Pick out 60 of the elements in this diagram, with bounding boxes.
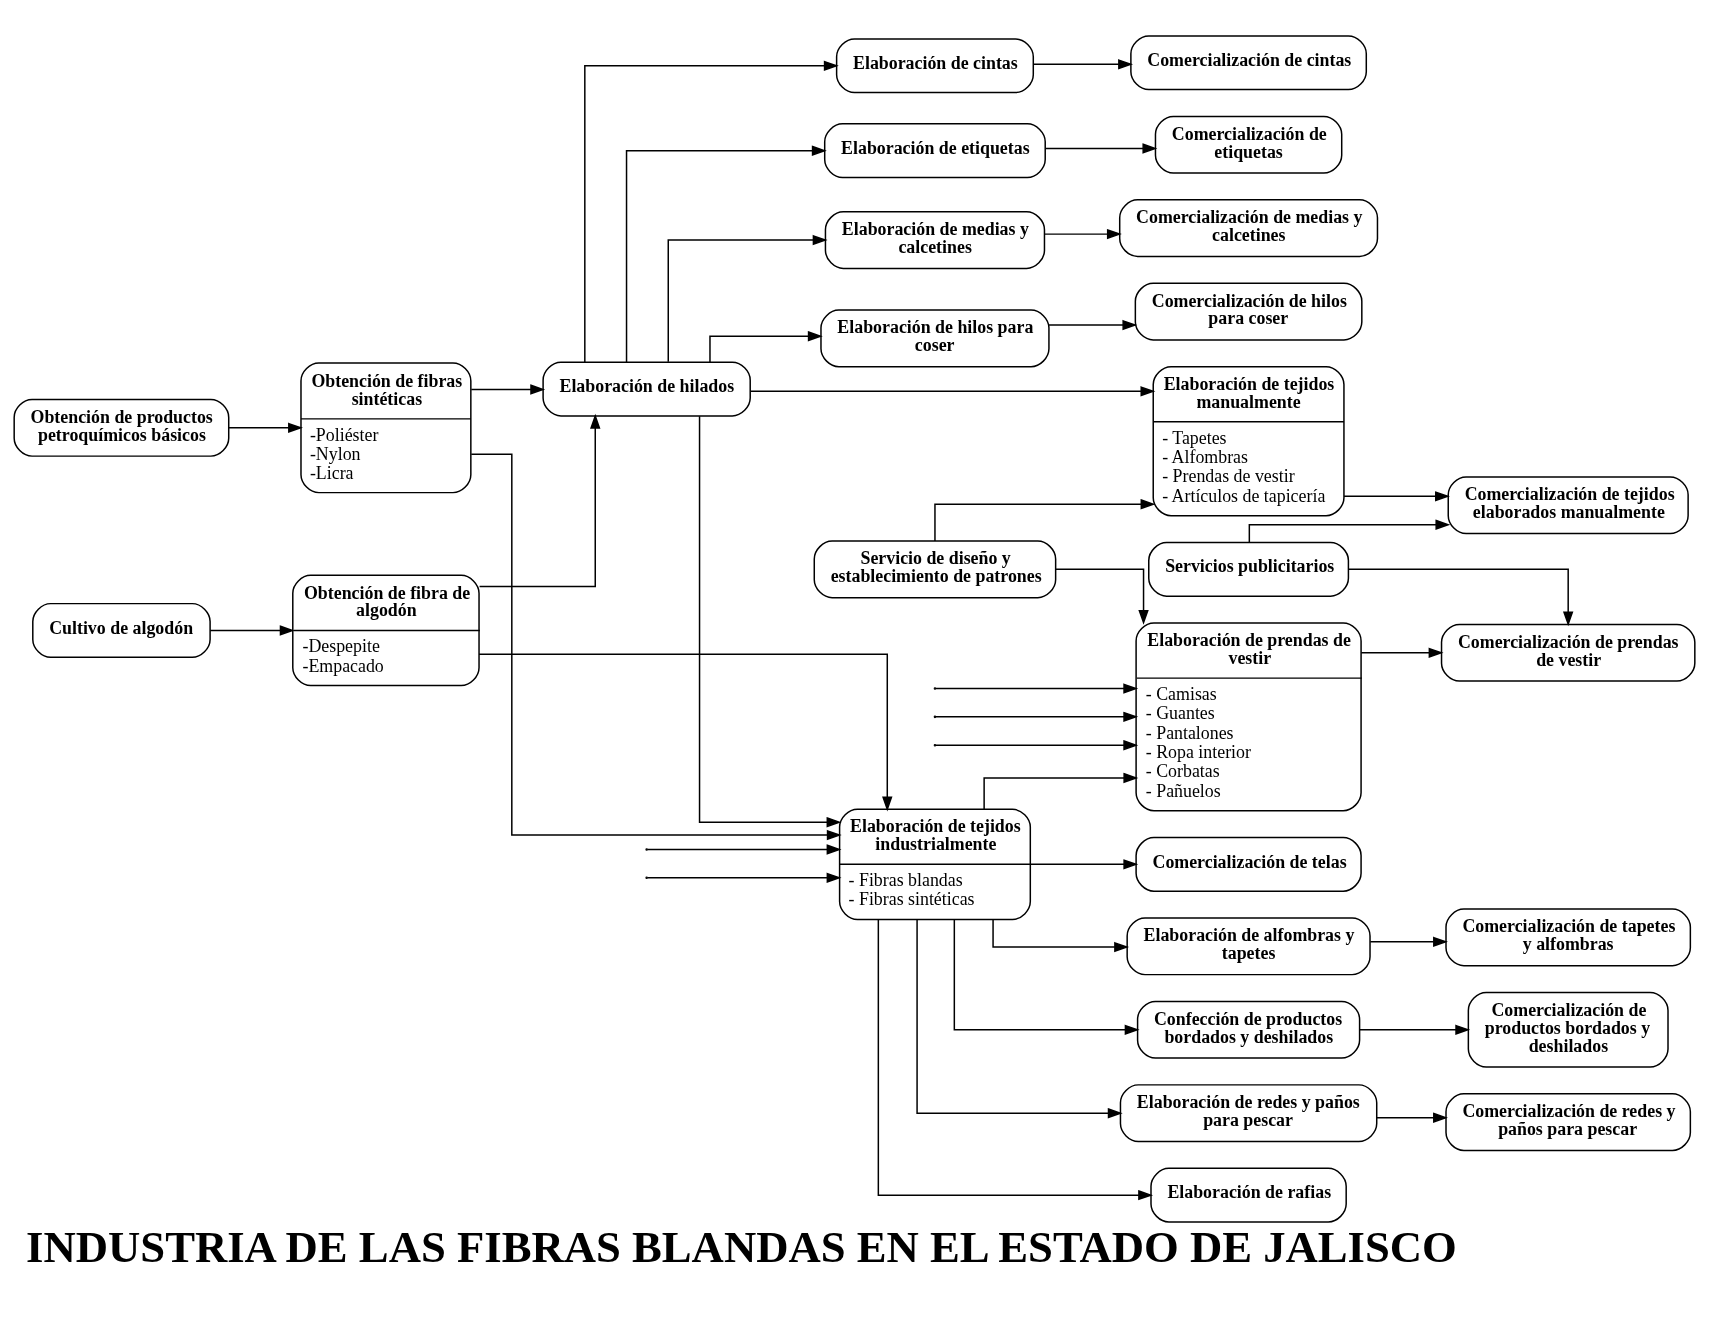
- arrow: [1044, 142, 1158, 154]
- arrow: [953, 918, 1140, 1035]
- node-box: Comercialización de telas: [1135, 836, 1362, 892]
- arrow: [1032, 58, 1133, 69]
- arrow: [470, 453, 842, 840]
- arrow: [646, 843, 842, 855]
- node-box: Elaboración de redes y paños para pescar: [1119, 1083, 1378, 1142]
- arrow: [1376, 1111, 1448, 1123]
- arrow: [698, 414, 842, 827]
- arrow: [1029, 858, 1139, 870]
- arrow: [1248, 518, 1451, 543]
- node-box: Elaboración de etiquetas: [823, 122, 1046, 178]
- node-box: Elaboración de hilos para coser: [820, 308, 1050, 367]
- node-box: Confección de productos bordados y deshilados: [1136, 1000, 1361, 1059]
- node-box: Elaboración de hilados: [542, 361, 751, 417]
- arrow: [1359, 1024, 1471, 1035]
- node-box: Comercialización de hilos para coser: [1134, 282, 1363, 341]
- node-box: Elaboración de rafias: [1150, 1167, 1347, 1223]
- node-box: Elaboración de alfombras y tapetes: [1126, 916, 1371, 975]
- node-box: Comercialización de redes y paños para pescar: [1445, 1092, 1692, 1151]
- arrow: [1348, 568, 1574, 626]
- arrow: [935, 711, 1139, 722]
- arrow: [478, 653, 893, 811]
- arrow: [209, 624, 295, 636]
- node-box: Comercialización de tapetes y alfombras: [1445, 907, 1692, 966]
- node-box: Servicios publicitarios: [1148, 541, 1350, 597]
- diagram-title: INDUSTRIA DE LAS FIBRAS BLANDAS EN EL ESTADO DE JALISCO: [26, 1221, 1457, 1272]
- arrow: [1360, 647, 1444, 658]
- node-box: Comercialización de productos bordados y deshilados: [1467, 991, 1669, 1068]
- arrow: [1054, 568, 1149, 625]
- arrow: [877, 918, 1154, 1200]
- arrow: [934, 498, 1156, 542]
- arrow: [1043, 228, 1122, 239]
- node-box: Comercialización de prendas de vestir: [1440, 623, 1696, 682]
- node-box: Comercialización de etiquetas: [1154, 115, 1343, 174]
- arrow: [992, 918, 1130, 952]
- arrow: [646, 872, 842, 883]
- node-box: Comercialización de tejidos elaborados manualmente: [1447, 475, 1689, 534]
- arrow: [935, 739, 1139, 750]
- node-box: Obtención de productos petroquímicos básicos: [13, 398, 230, 457]
- node-box: Elaboración de cintas: [835, 37, 1035, 93]
- arrow: [916, 918, 1123, 1118]
- arrow: [750, 385, 1156, 397]
- arrow: [983, 772, 1139, 810]
- arrow: [478, 413, 601, 587]
- arrow: [584, 60, 839, 363]
- arrow: [625, 144, 827, 363]
- node-box: Elaboración de medias y calcetines: [824, 210, 1046, 269]
- arrow: [228, 422, 303, 433]
- arrow: [667, 234, 828, 362]
- arrow: [935, 682, 1139, 694]
- node-box: Cultivo de algodón: [32, 602, 211, 658]
- node-box: Comercialización de medias y calcetines: [1118, 198, 1379, 257]
- node-box: Servicio de diseño y establecimiento de patrones: [813, 539, 1057, 598]
- arrow: [1343, 490, 1450, 502]
- arrow: [470, 383, 546, 395]
- node-box: Comercialización de cintas: [1130, 34, 1368, 90]
- arrow: [1048, 319, 1138, 330]
- arrow: [709, 330, 823, 363]
- arrow: [1369, 936, 1448, 947]
